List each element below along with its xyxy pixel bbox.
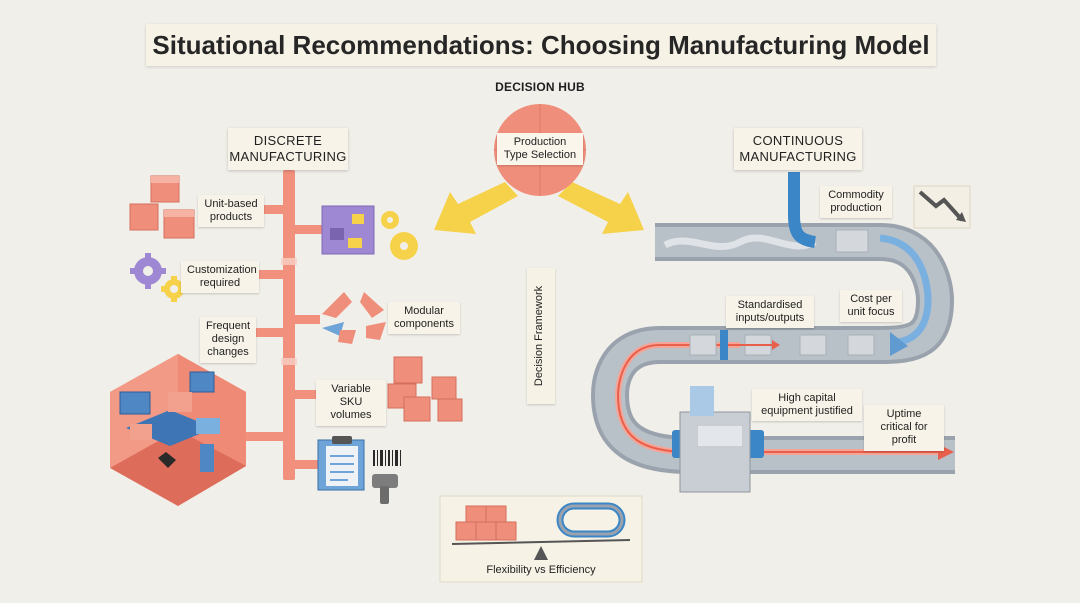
barcode-icon <box>373 450 401 466</box>
stacked-boxes-icon <box>387 356 463 422</box>
discrete-heading: DISCRETE MANUFACTURING <box>228 128 348 170</box>
label-modular: Modular components <box>388 302 460 335</box>
modular-pieces-icon <box>322 292 386 344</box>
label-customization: Customization required <box>181 261 259 294</box>
continuous-heading: CONTINUOUS MANUFACTURING <box>734 128 862 170</box>
workstation-icon <box>110 354 246 506</box>
label-standardised: Standardised inputs/outputs <box>726 296 814 329</box>
gears-icon <box>130 253 187 302</box>
scanner-icon <box>372 474 398 504</box>
label-unit-based: Unit-based products <box>198 195 264 228</box>
chain-link-icon <box>556 502 626 538</box>
boxes-icon <box>129 175 195 239</box>
balance-boxes-icon <box>455 505 517 541</box>
continuous-belt <box>590 172 955 474</box>
label-variable-sku: Variable SKU volumes <box>316 380 386 426</box>
label-high-capital: High capital equipment justified <box>752 389 862 422</box>
machine-icon <box>672 386 764 493</box>
puzzle-icon <box>321 205 418 260</box>
label-frequent-design: Frequent design changes <box>200 317 256 363</box>
trend-down-icon <box>913 185 971 229</box>
page-title: Situational Recommendations: Choosing Ma… <box>146 24 936 66</box>
discrete-tree <box>210 170 325 480</box>
hub-arrows <box>434 182 644 234</box>
label-uptime: Uptime critical for profit <box>864 405 944 451</box>
framework-label: Decision Framework <box>533 285 545 387</box>
hub-circle-label: Production Type Selection <box>497 133 583 166</box>
clipboard-icon <box>317 436 365 491</box>
label-cost-per-unit: Cost per unit focus <box>840 290 902 323</box>
label-commodity: Commodity production <box>820 186 892 219</box>
balance-label: Flexibility vs Efficiency <box>486 564 596 576</box>
framework-card <box>527 268 555 404</box>
hub-heading: DECISION HUB <box>495 80 585 94</box>
